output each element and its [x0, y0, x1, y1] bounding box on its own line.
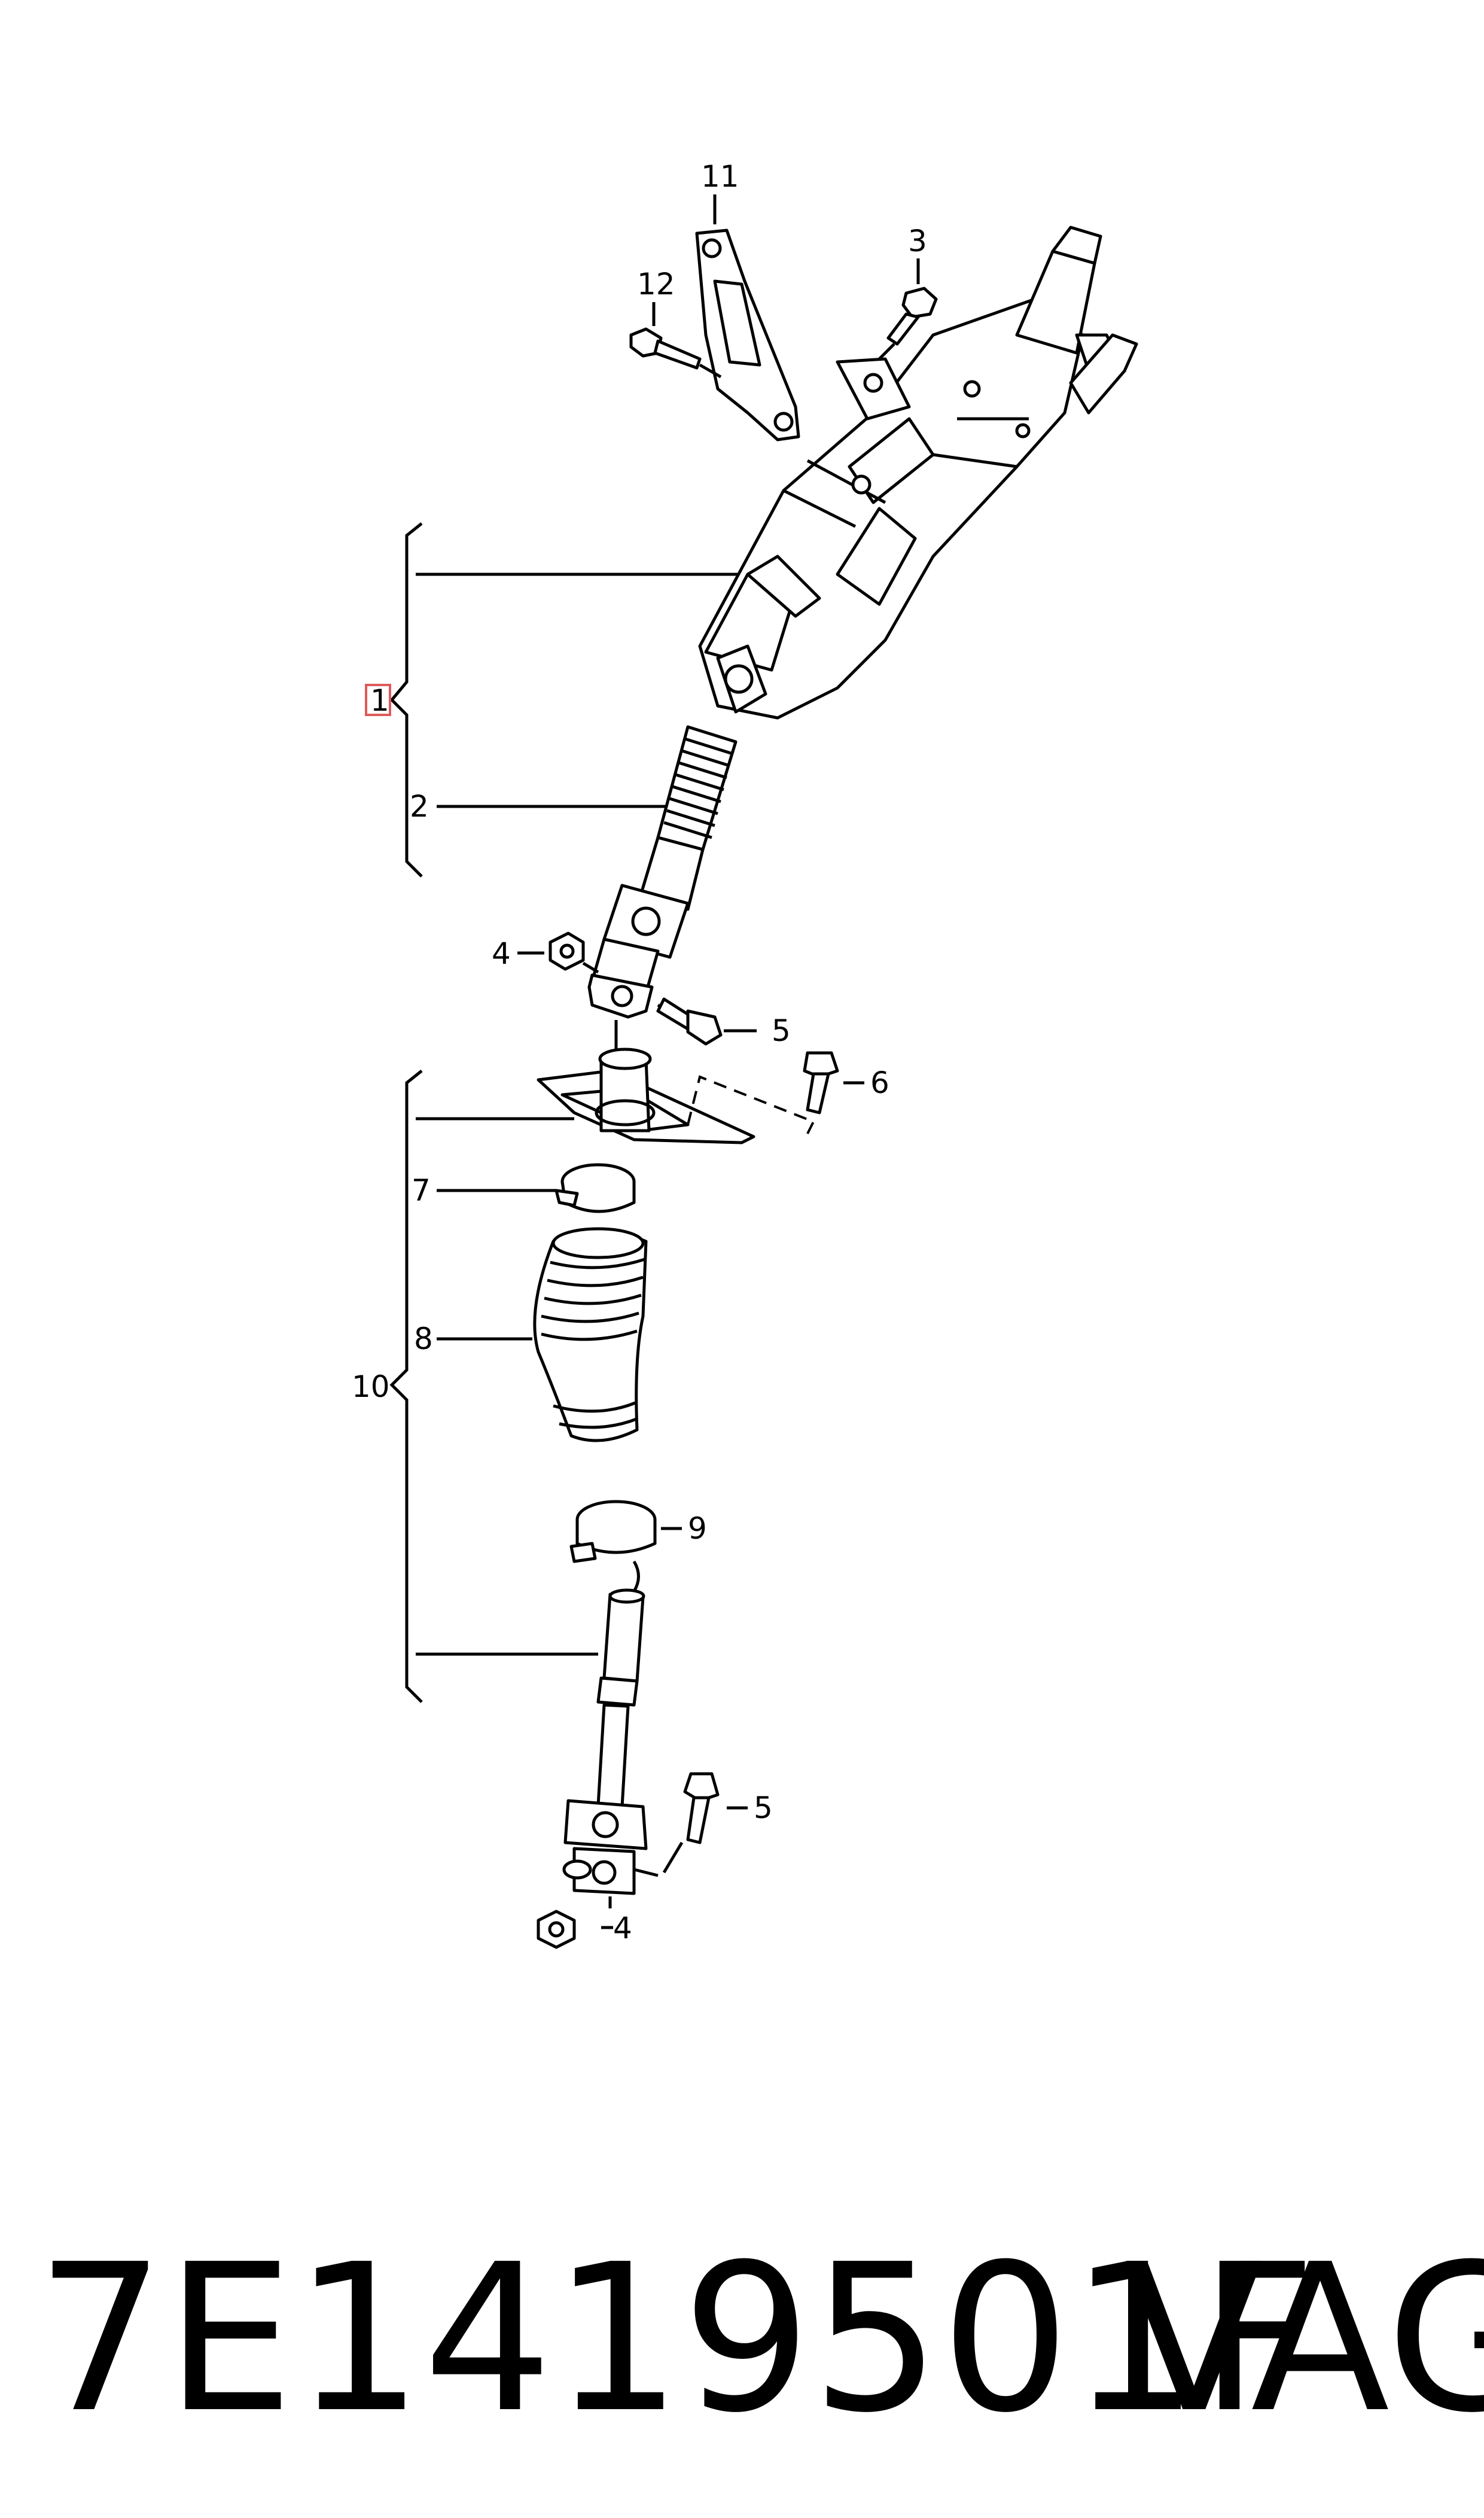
callout-4-lower: 4 — [613, 1911, 632, 1945]
callout-10: 10 — [352, 1369, 390, 1404]
callout-6: 6 — [870, 1065, 889, 1100]
brand-name: VAG — [1125, 2221, 1484, 2458]
callout-5-upper: 5 — [772, 1013, 791, 1048]
callout-7: 7 — [412, 1173, 431, 1208]
bolt-3: 3 — [878, 224, 938, 360]
callout-1-highlight-box — [365, 684, 391, 716]
footer-caption: 7E1419501F VAG — [36, 2213, 1484, 2465]
callout-1: 1 — [370, 683, 389, 718]
group-bracket-1: 1 — [365, 522, 745, 878]
nut-4-upper: 4 — [492, 931, 599, 974]
steering-column-upper — [698, 226, 1138, 720]
bracket-11: 11 — [695, 159, 800, 442]
callout-11: 11 — [701, 159, 739, 194]
callout-12: 12 — [637, 267, 675, 302]
intermediate-shaft-2 — [587, 725, 738, 1019]
part-number: 7E1419501F — [36, 2221, 1317, 2458]
seal-plate — [537, 1048, 815, 1144]
bellows-boot-8: 8 — [414, 1227, 648, 1442]
bolt-12: 12 — [629, 267, 722, 379]
callout-9: 9 — [688, 1511, 707, 1546]
bolt-5-upper: 5 — [656, 997, 791, 1048]
callout-2: 2 — [410, 789, 429, 824]
clamp-9: 9 — [569, 1500, 707, 1563]
group-bracket-10: 10 — [352, 1070, 598, 1703]
callout-4-upper: 4 — [492, 936, 511, 971]
callout-8: 8 — [414, 1322, 433, 1356]
callout-5-lower: 5 — [754, 1791, 773, 1825]
clamp-7: 7 — [412, 1163, 636, 1213]
callout-3: 3 — [908, 224, 927, 258]
lower-shaft — [562, 1560, 659, 1908]
nut-4-lower: 4 — [537, 1910, 632, 1949]
bolt-5-lower: 5 — [662, 1772, 773, 1874]
callout-2-group: 2 — [410, 789, 667, 824]
bolt-6: 6 — [803, 1051, 889, 1115]
